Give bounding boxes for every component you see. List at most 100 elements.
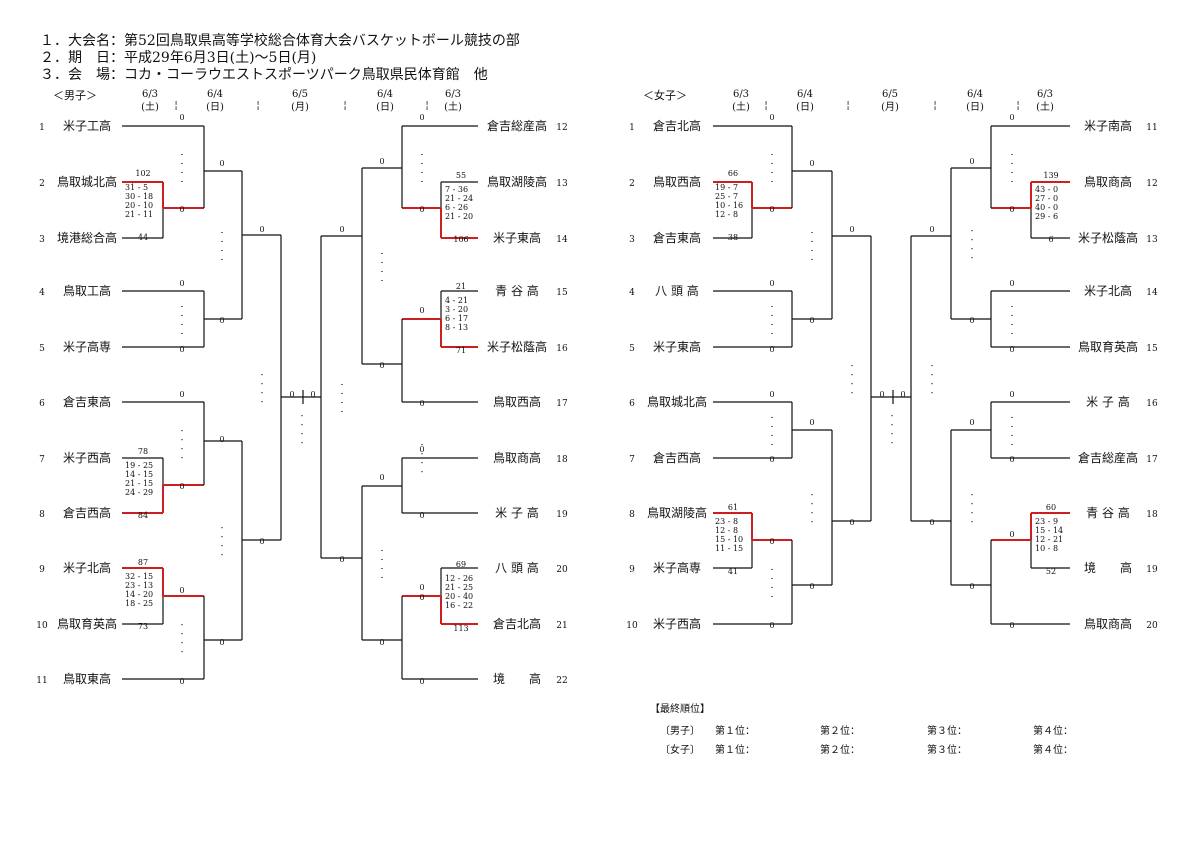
round-day: (土) <box>1036 100 1054 113</box>
pending-score-dash: - <box>891 438 894 447</box>
pending-score-dash: - <box>771 168 774 177</box>
pending-score-dash: - <box>1011 311 1014 320</box>
ranking-label-women: 〔女子〕 <box>660 745 700 756</box>
round-divider: ¦ <box>425 100 428 111</box>
pending-score-dash: - <box>381 546 384 555</box>
score-zero: 0 <box>769 390 774 399</box>
quarter-score: 12 - 8 <box>715 210 738 219</box>
pending-score-dash: - <box>421 458 424 467</box>
score-zero: 0 <box>1009 205 1014 214</box>
pending-score-dash: - <box>771 150 774 159</box>
pending-score-dash: - <box>811 490 814 499</box>
pending-score-dash: - <box>261 370 264 379</box>
pending-score-dash: - <box>1011 320 1014 329</box>
team-name: 倉吉東高 <box>653 230 701 245</box>
round-date: 6/4 <box>207 89 223 100</box>
pending-score-dash: - <box>181 168 184 177</box>
team-seed-number: 14 <box>556 235 568 245</box>
game-total-top: 66 <box>728 169 738 178</box>
score-zero: 0 <box>179 586 184 595</box>
team-name: 鳥取城北高 <box>647 394 707 409</box>
score-zero: 0 <box>259 225 264 234</box>
score-zero: 0 <box>419 677 424 686</box>
round-divider: ¦ <box>933 100 936 111</box>
team-name: 鳥取西高 <box>493 394 541 409</box>
pending-score-dash: - <box>811 228 814 237</box>
quarter-score: 6 - 17 <box>445 314 468 323</box>
round-date: 6/4 <box>377 89 393 100</box>
pending-score-dash: - <box>1011 150 1014 159</box>
team-name: 米子高専 <box>63 339 111 354</box>
final-ranking-title: 【最終順位】 <box>650 704 710 715</box>
team-seed-number: 16 <box>1146 399 1158 409</box>
round-divider: ¦ <box>343 100 346 111</box>
team-name: 鳥取商高 <box>493 450 541 465</box>
quarter-score: 12 - 21 <box>1035 535 1063 544</box>
pending-score-dash: - <box>1011 431 1014 440</box>
pending-score-dash: - <box>381 573 384 582</box>
score-zero: 0 <box>179 390 184 399</box>
pending-score-dash: - <box>181 647 184 656</box>
score-zero: 0 <box>379 361 384 370</box>
pending-score-dash: - <box>771 311 774 320</box>
pending-score-dash: - <box>771 329 774 338</box>
tournament-name: １．大会名：第52回鳥取県高等学校総合体育大会バスケットボール競技の部 <box>40 33 520 49</box>
score-zero: 0 <box>769 455 774 464</box>
pending-score-dash: - <box>221 228 224 237</box>
team-name: 米子松蔭高 <box>1078 230 1138 245</box>
tournament-dates: ２．期 日：平成29年6月3日(土)～5日(月) <box>40 50 317 66</box>
pending-score-dash: - <box>181 177 184 186</box>
pending-score-dash: - <box>181 638 184 647</box>
quarter-score: 25 - 7 <box>715 192 738 201</box>
round-date: 6/3 <box>733 89 749 100</box>
score-zero: 0 <box>769 279 774 288</box>
pending-score-dash: - <box>181 159 184 168</box>
quarter-score: 12 - 26 <box>445 574 473 583</box>
pending-score-dash: - <box>181 426 184 435</box>
score-zero: 0 <box>419 511 424 520</box>
score-zero: 0 <box>219 638 224 647</box>
team-seed-number: 10 <box>36 621 48 631</box>
quarter-score: 40 - 0 <box>1035 203 1058 212</box>
pending-score-dash: - <box>261 397 264 406</box>
team-seed-number: 20 <box>556 565 568 575</box>
quarter-score: 14 - 20 <box>125 590 153 599</box>
team-name: 倉吉西高 <box>653 450 701 465</box>
team-seed-number: 18 <box>1146 510 1158 520</box>
game-total-bottom: 73 <box>138 622 148 631</box>
pending-score-dash: - <box>1011 413 1014 422</box>
team-name: 米子西高 <box>653 616 701 631</box>
team-seed-number: 1 <box>629 123 635 133</box>
pending-score-dash: - <box>931 379 934 388</box>
pending-score-dash: - <box>181 620 184 629</box>
pending-score-dash: - <box>771 574 774 583</box>
pending-score-dash: - <box>341 389 344 398</box>
team-seed-number: 22 <box>556 676 567 686</box>
pending-score-dash: - <box>771 413 774 422</box>
pending-score-dash: - <box>181 150 184 159</box>
pending-score-dash: - <box>261 388 264 397</box>
team-name: 倉吉西高 <box>63 505 111 520</box>
score-zero: 0 <box>1009 279 1014 288</box>
pending-score-dash: - <box>771 302 774 311</box>
game-total-top: 61 <box>728 503 738 512</box>
team-name: 米子東高 <box>653 339 701 354</box>
team-name: 倉吉北高 <box>653 118 701 133</box>
pending-score-dash: - <box>811 517 814 526</box>
pending-score-dash: - <box>421 150 424 159</box>
pending-score-dash: - <box>891 411 894 420</box>
team-seed-number: 8 <box>629 510 635 520</box>
pending-score-dash: - <box>341 380 344 389</box>
score-zero: 0 <box>849 518 854 527</box>
team-name: 米子高専 <box>653 560 701 575</box>
team-seed-number: 16 <box>556 344 568 354</box>
team-seed-number: 4 <box>39 288 45 298</box>
quarter-score: 24 - 29 <box>125 488 153 497</box>
score-zero: 0 <box>259 537 264 546</box>
pending-score-dash: - <box>221 541 224 550</box>
team-name: 米子北高 <box>63 560 111 575</box>
team-name: 鳥取育英高 <box>57 616 117 631</box>
pending-score-dash: - <box>301 420 304 429</box>
pending-score-dash: - <box>771 583 774 592</box>
team-name: 米子北高 <box>1084 283 1132 298</box>
